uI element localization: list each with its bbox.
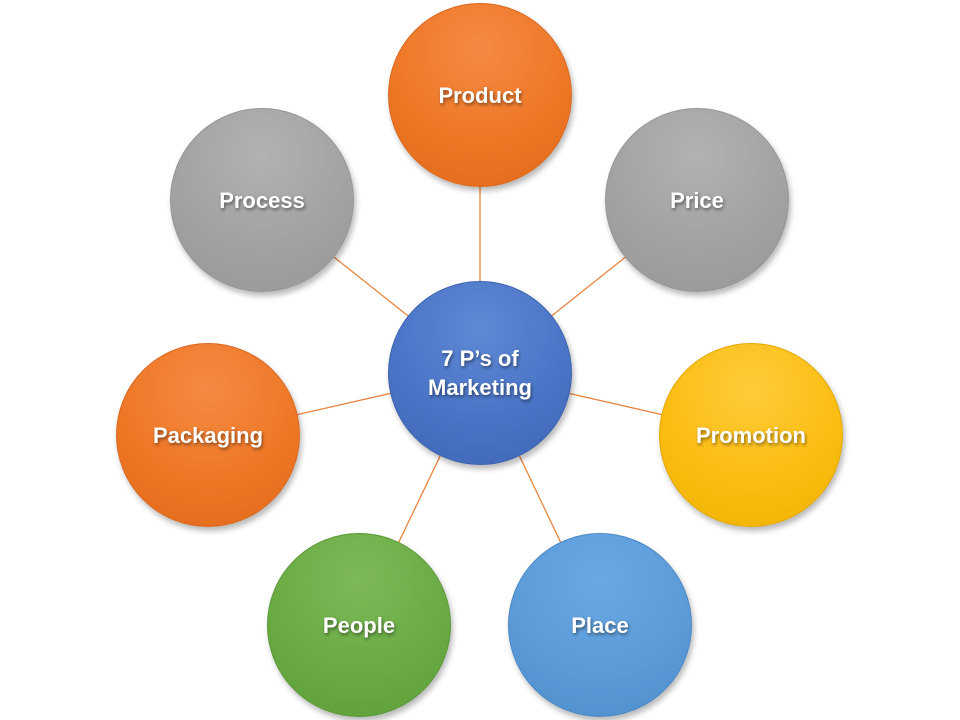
node-price: Price	[605, 108, 789, 292]
node-place-label: Place	[571, 612, 629, 638]
node-product: Product	[388, 3, 572, 187]
node-packaging: Packaging	[116, 343, 300, 527]
node-place: Place	[508, 533, 692, 717]
node-process: Process	[170, 108, 354, 292]
node-people: People	[267, 533, 451, 717]
node-people-label: People	[322, 612, 396, 638]
node-price-label: Price	[670, 187, 724, 213]
node-product-label: Product	[438, 82, 522, 108]
center-node-label: 7 P’s of Marketing	[428, 346, 532, 400]
node-process-label: Process	[219, 187, 305, 213]
node-promotion-label: Promotion	[696, 422, 806, 448]
node-packaging-label: Packaging	[152, 422, 264, 448]
node-promotion: Promotion	[659, 343, 843, 527]
center-node: 7 P’s of Marketing	[388, 281, 572, 465]
